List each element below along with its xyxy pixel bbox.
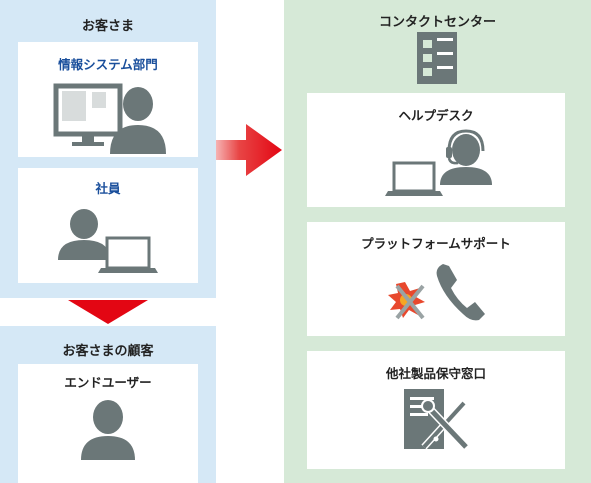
- employee-with-laptop-icon: [58, 209, 158, 273]
- contact-center-panel-title: コンタクトセンター: [378, 15, 496, 30]
- end-customer-panel: お客さまの顧客 エンドユーザー: [0, 326, 216, 483]
- building-icon: [417, 32, 457, 84]
- contact-center-panel: コンタクトセンター ヘルプデスク プラットフォームサポート: [284, 0, 591, 483]
- right-arrow-icon: [216, 124, 282, 176]
- employee-label: 社員: [95, 181, 121, 196]
- maintenance-tools-icon: [404, 389, 469, 450]
- end-user-card: エンドユーザー: [18, 364, 198, 483]
- phone-support-icon: [388, 264, 485, 321]
- platform-support-label: プラットフォームサポート: [361, 236, 511, 251]
- customer-panel-title: お客さま: [81, 19, 134, 34]
- employee-card: 社員: [18, 168, 198, 283]
- platform-support-card: プラットフォームサポート: [307, 222, 565, 336]
- it-department-user-at-monitor-icon: [53, 83, 166, 154]
- it-department-card: 情報システム部門: [18, 42, 198, 157]
- third-party-maintenance-label: 他社製品保守窓口: [385, 366, 486, 381]
- down-arrow-icon: [68, 300, 148, 324]
- end-user-label: エンドユーザー: [64, 375, 152, 390]
- end-customer-panel-title: お客さまの顧客: [62, 344, 154, 359]
- helpdesk-headset-operator-icon: [385, 129, 492, 196]
- third-party-maintenance-card: 他社製品保守窓口: [307, 351, 565, 469]
- helpdesk-card: ヘルプデスク: [307, 93, 565, 207]
- customer-panel: お客さま 情報システム部門 社員: [0, 0, 216, 298]
- helpdesk-label: ヘルプデスク: [398, 108, 474, 123]
- end-user-icon: [81, 400, 135, 460]
- it-department-label: 情報システム部門: [58, 57, 158, 72]
